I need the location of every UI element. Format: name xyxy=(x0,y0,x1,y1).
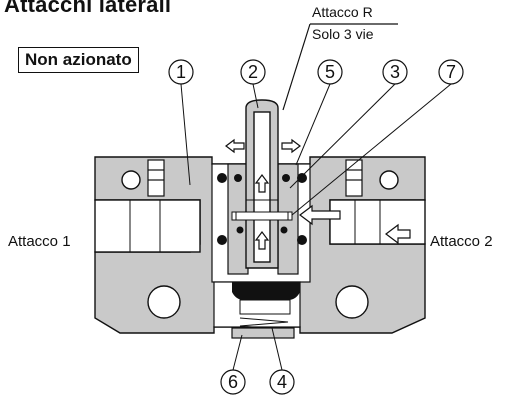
callout-7 xyxy=(438,59,464,85)
top-fittings xyxy=(147,159,363,197)
callout-3 xyxy=(382,59,408,85)
port-2-label: Attacco 2 xyxy=(430,233,493,250)
callout-1 xyxy=(168,59,194,85)
callout-1-number: 1 xyxy=(176,62,186,82)
seal-ring xyxy=(231,211,293,221)
port-r-note: Solo 3 vie xyxy=(312,26,374,42)
port-r-leader xyxy=(282,23,398,111)
port-1-bore xyxy=(95,199,200,253)
mounting-holes xyxy=(121,170,399,319)
plug xyxy=(231,327,295,339)
callout-4 xyxy=(269,369,295,395)
arrow-left-icon xyxy=(299,204,341,226)
callout-5-number: 5 xyxy=(325,62,335,82)
callout-6 xyxy=(220,369,246,395)
arrow-up-icon xyxy=(254,174,270,193)
seals xyxy=(217,173,307,245)
callout-2-number: 2 xyxy=(248,62,258,82)
port-r-label: Attacco R xyxy=(312,4,373,20)
callout-5 xyxy=(317,59,343,85)
arrow-right-icon xyxy=(281,138,301,154)
flow-arrows xyxy=(225,138,411,250)
port-1-label: Attacco 1 xyxy=(8,233,71,250)
callout-6-number: 6 xyxy=(228,372,238,392)
callout-leaders xyxy=(180,83,452,371)
state-label: Non azionato xyxy=(18,47,139,73)
arrow-left-icon xyxy=(225,138,245,154)
poppet xyxy=(232,282,300,315)
callout-3-number: 3 xyxy=(390,62,400,82)
diagram-title: Attacchi laterali xyxy=(4,0,172,17)
arrow-left-icon xyxy=(385,223,411,245)
arrow-up-icon xyxy=(254,231,270,250)
callout-4-number: 4 xyxy=(277,372,287,392)
callouts xyxy=(168,59,464,395)
callout-7-number: 7 xyxy=(446,62,456,82)
port-2-bore xyxy=(330,199,425,245)
callout-2 xyxy=(240,59,266,85)
